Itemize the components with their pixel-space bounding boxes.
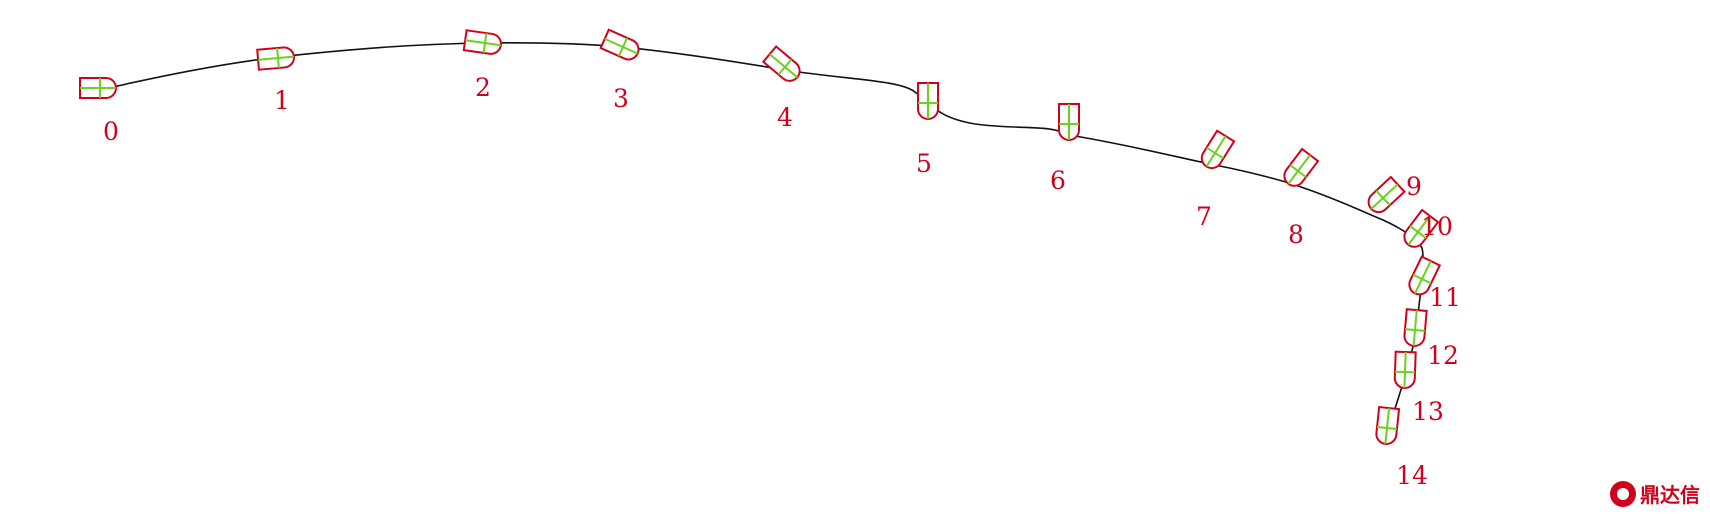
station-2: 2 [462,29,502,102]
longitudinal-axis [1205,135,1227,168]
station-label: 13 [1412,397,1444,426]
lateral-axis [1394,370,1416,374]
longitudinal-axis [1384,408,1391,445]
station-label: 10 [1421,212,1453,241]
longitudinal-axis [604,37,639,55]
station-0: 0 [79,77,119,146]
longitudinal-axis [1414,260,1432,294]
lateral-axis [777,58,793,76]
trajectory-path [99,42,1424,437]
station-label: 6 [1050,166,1066,195]
station-14: 14 [1375,405,1428,490]
station-label: 5 [916,149,932,178]
station-10: 10 [1403,208,1453,248]
station-label: 3 [613,84,629,113]
station-label: 0 [103,117,119,146]
lateral-axis [1376,425,1398,431]
lateral-axis [1375,190,1391,206]
station-label: 8 [1288,220,1304,249]
station-12: 12 [1403,308,1459,370]
bullet-hull-icon [1403,208,1440,248]
bullet-hull-icon [256,46,295,71]
station-label: 14 [1396,461,1428,490]
station-3: 3 [599,28,640,113]
station-label: 12 [1427,341,1459,370]
longitudinal-axis [1403,351,1407,389]
station-4: 4 [761,45,801,132]
bullet-hull-icon [1367,175,1406,214]
lateral-axis [618,37,628,57]
station-6: 6 [1050,103,1080,195]
lateral-axis [1205,146,1225,160]
bullet-hull-icon [1200,129,1236,170]
lateral-axis [276,47,280,69]
station-label: 2 [475,73,491,102]
station-label: 9 [1406,172,1422,201]
bullet-hull-icon [1393,350,1417,389]
bullet-hull-icon [917,82,939,120]
bullet-hull-icon [1408,255,1442,296]
lateral-axis [482,32,488,54]
station-label: 4 [777,103,793,132]
station-11: 11 [1408,255,1461,312]
longitudinal-axis [769,53,798,79]
longitudinal-axis [1412,309,1418,347]
watermark-text: 鼎达信 [1640,483,1700,507]
bullet-hull-icon [1283,147,1320,187]
station-9: 9 [1367,172,1422,214]
longitudinal-axis [1370,183,1399,210]
station-label: 1 [274,86,290,115]
brand-logo-icon [1610,480,1636,507]
longitudinal-axis [257,55,295,61]
station-5: 5 [916,82,939,178]
station-7: 7 [1196,129,1236,231]
lateral-axis [1404,328,1426,332]
bullet-hull-icon [761,45,801,82]
bullet-hull-icon [462,29,502,55]
bullet-hull-icon [1058,103,1080,141]
lateral-axis [1289,164,1307,178]
bullet-hull-icon [1403,308,1428,347]
longitudinal-axis [1287,154,1311,185]
station-1: 1 [256,46,295,115]
longitudinal-axis [465,39,501,47]
station-label: 11 [1429,283,1461,312]
longitudinal-axis [1407,215,1431,246]
bullet-hull-icon [79,77,117,99]
station-13: 13 [1393,350,1444,426]
watermark: 鼎达信 [1610,479,1700,508]
station-8: 8 [1283,147,1320,249]
bullet-hull-icon [599,28,640,61]
station-label: 7 [1196,202,1212,231]
lateral-axis [1409,225,1427,239]
bullet-hull-icon [1375,405,1401,445]
lateral-axis [1412,273,1432,285]
